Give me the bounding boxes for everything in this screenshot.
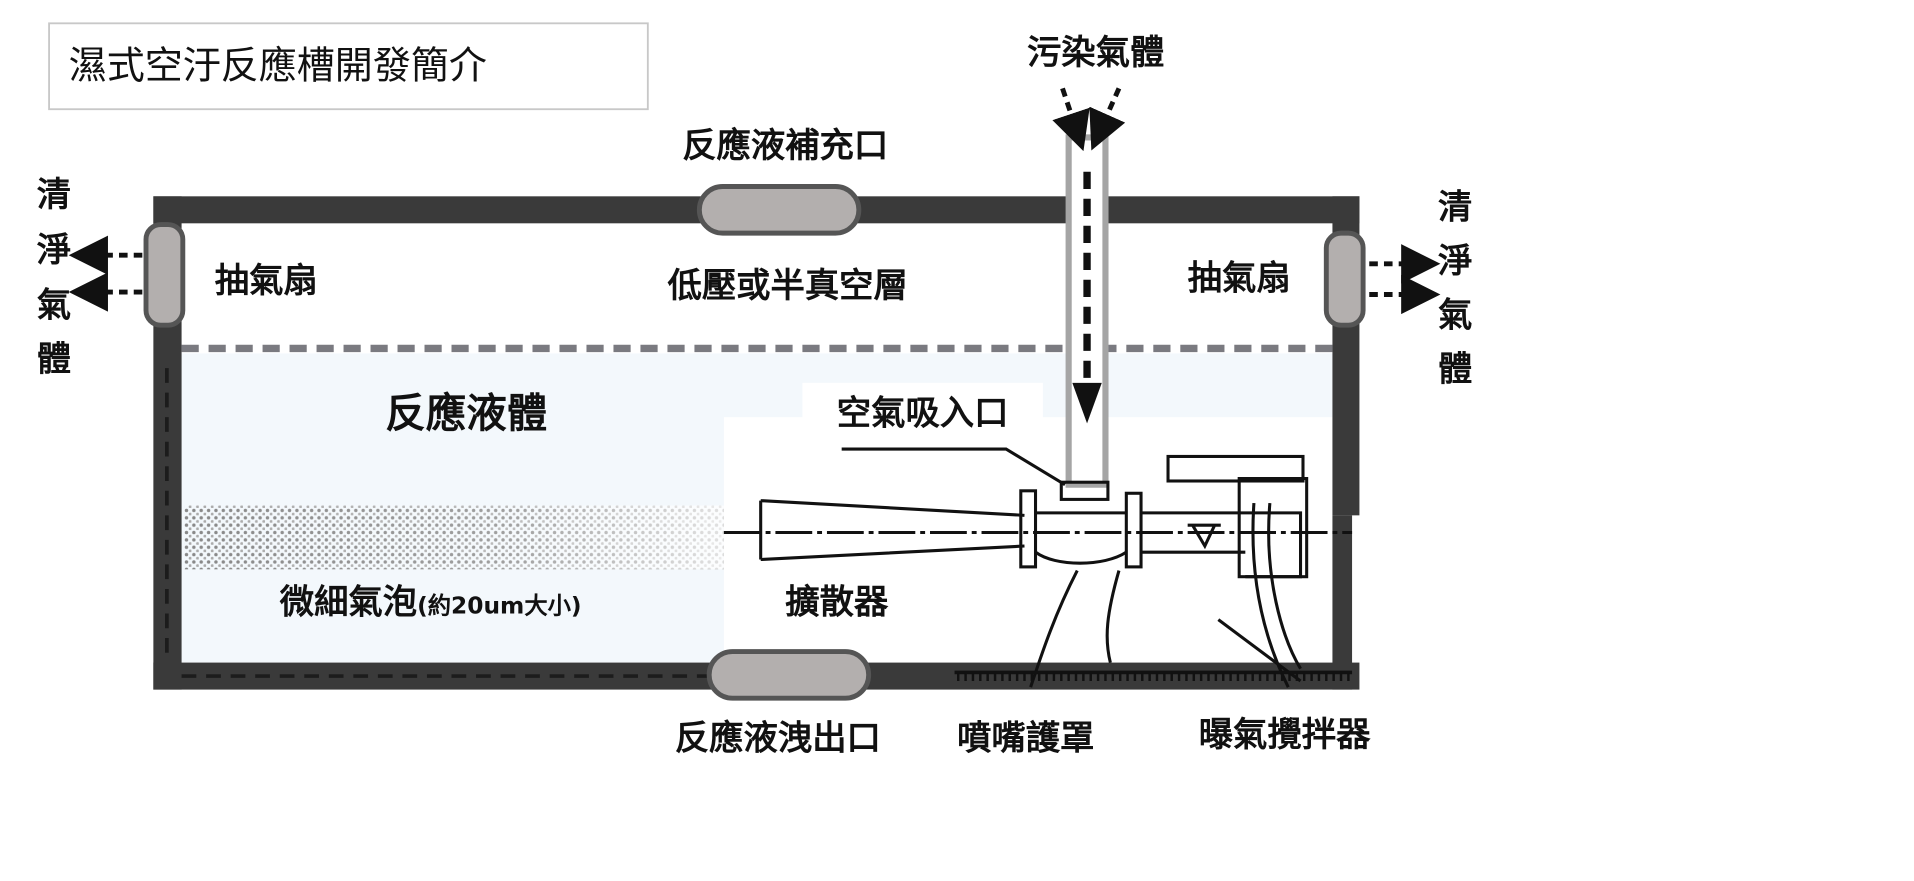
svg-text:淨: 淨 (1438, 241, 1472, 281)
clean-gas-label-right: 清 淨 氣 體 (1438, 187, 1472, 389)
drain-port-label: 反應液洩出口 (675, 719, 881, 759)
left-fan-label: 抽氣扇 (215, 261, 318, 301)
drain-port (706, 649, 872, 701)
nozzle-shield-label: 噴嘴護罩 (957, 719, 1094, 759)
diffuser-label: 擴散器 (785, 583, 889, 623)
polluted-gas-label: 污染氣體 (1027, 33, 1164, 73)
micro-bubbles (184, 505, 724, 570)
svg-text:體: 體 (1438, 349, 1472, 389)
title-box: 濕式空汙反應槽開發簡介 (48, 22, 649, 111)
clean-gas-arrows-left (68, 235, 143, 312)
refill-port (696, 184, 862, 236)
svg-text:清: 清 (1438, 187, 1472, 227)
low-pressure-layer-label: 低壓或半真空層 (667, 266, 907, 306)
aeration-mixer-label: 曝氣攪拌器 (1199, 715, 1371, 755)
clean-gas-label-left: 清 淨 氣 體 (37, 175, 71, 379)
svg-text:淨: 淨 (37, 230, 71, 270)
refill-port-label: 反應液補充口 (682, 126, 888, 166)
svg-text:氣: 氣 (1438, 295, 1472, 335)
air-inlet-label: 空氣吸入口 (837, 394, 1009, 434)
reaction-liquid-label: 反應液體 (385, 389, 547, 437)
right-fan-label: 抽氣扇 (1188, 259, 1291, 299)
svg-text:氣: 氣 (37, 286, 71, 326)
micro-bubbles-label: 微細氣泡(約20um大小) (279, 583, 582, 623)
right-fan (1323, 230, 1366, 328)
polluted-gas-inlet-pipe (1052, 87, 1126, 488)
svg-text:體: 體 (37, 340, 71, 380)
reactor-tank (153, 196, 1360, 690)
diagram-title: 濕式空汙反應槽開發簡介 (69, 44, 487, 88)
left-fan (143, 222, 186, 328)
svg-text:清: 清 (37, 175, 71, 215)
nozzle-diffuser-drawing (723, 447, 1353, 688)
clean-gas-arrows-right (1369, 244, 1441, 315)
